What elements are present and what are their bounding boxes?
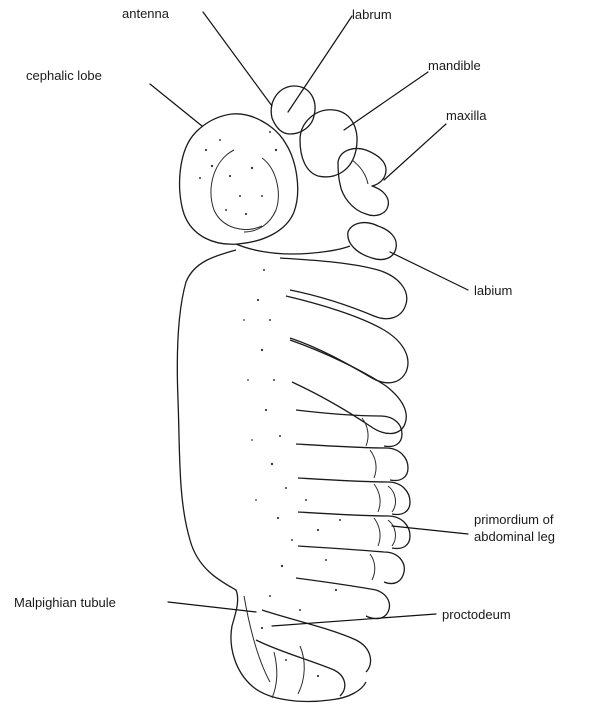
leader-lines [150, 12, 468, 626]
leader-cephalic-lobe [150, 84, 202, 126]
leader-malpighian [168, 602, 256, 612]
abdominal-leg-primordia [362, 418, 395, 580]
leader-primordium [392, 526, 468, 534]
leader-labrum [288, 16, 352, 112]
leader-mandible [344, 72, 428, 130]
label-maxilla: maxilla [446, 108, 487, 123]
leader-antenna [203, 12, 272, 106]
label-mandible: mandible [428, 58, 481, 73]
maxilla-shape [338, 149, 388, 216]
labrum-shape [271, 86, 315, 134]
label-antenna: antenna [122, 6, 170, 21]
label-primordium-1: primordium of [474, 512, 554, 527]
label-primordium-2: abdominal leg [474, 529, 555, 544]
label-labium: labium [474, 283, 512, 298]
stipple [199, 131, 341, 677]
label-labrum: labrum [352, 7, 392, 22]
thoracic-leg-2 [286, 296, 408, 383]
labels: antenna labrum cephalic lobe mandible ma… [14, 6, 555, 622]
label-proctodeum: proctodeum [442, 607, 511, 622]
cephalic-lobe-shape [180, 114, 298, 244]
label-cephalic-lobe: cephalic lobe [26, 68, 102, 83]
thoracic-leg-1 [280, 258, 407, 319]
thoracic-leg-3 [290, 340, 406, 434]
labium-shape [348, 223, 397, 260]
trunk-outline [177, 250, 366, 701]
label-malpighian: Malpighian tubule [14, 595, 116, 610]
leader-maxilla [384, 124, 446, 180]
embryo-body [177, 86, 410, 701]
mandible-shape [300, 110, 357, 177]
